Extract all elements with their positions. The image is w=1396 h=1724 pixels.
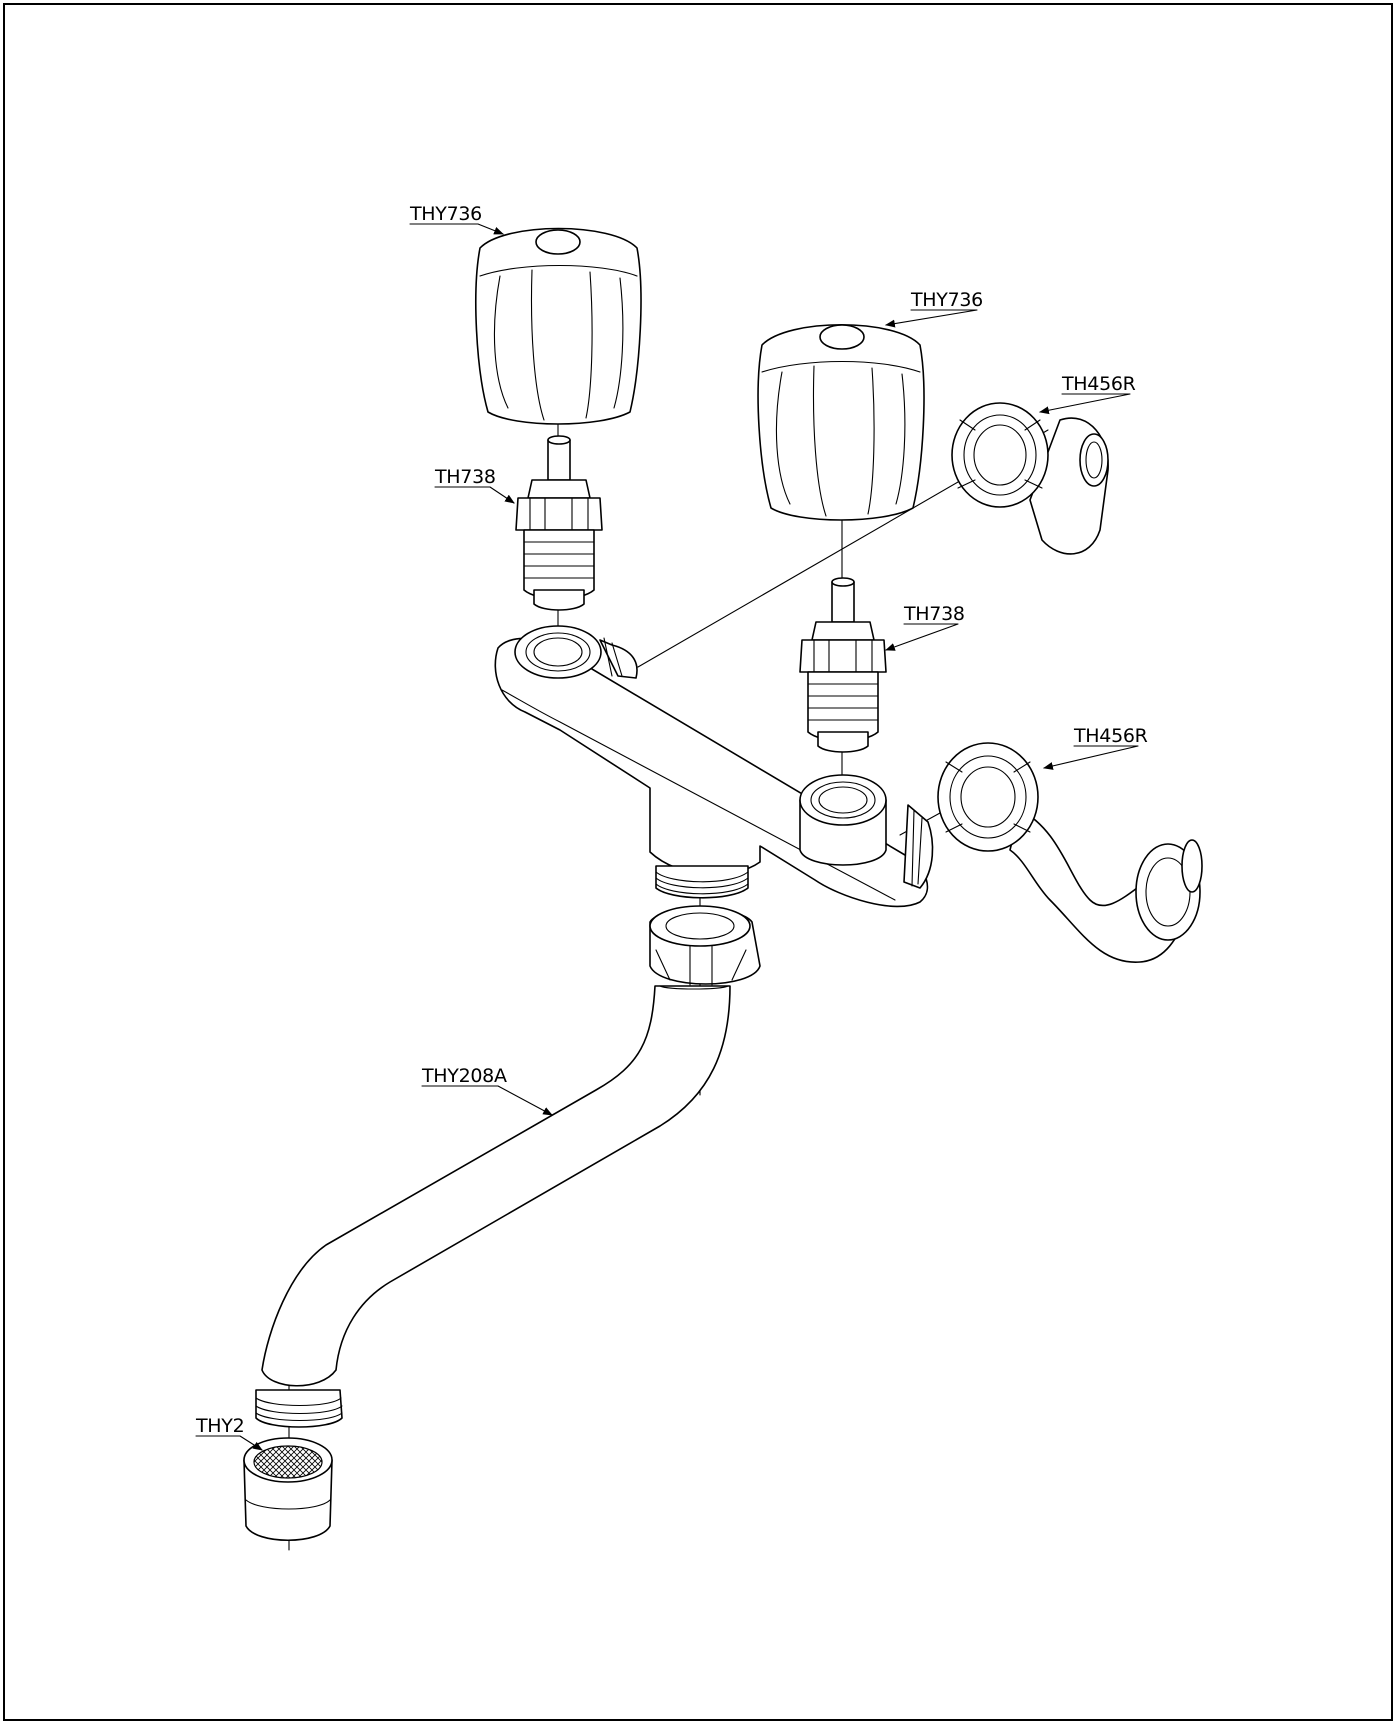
faucet-body — [494, 625, 934, 908]
label-text: THY2 — [195, 1415, 244, 1437]
label-thy736-left: THY736 — [409, 203, 504, 235]
handle-right — [757, 323, 925, 521]
elbow-top — [951, 402, 1109, 555]
aerator — [243, 1437, 333, 1541]
label-th456r-top: TH456R — [1039, 373, 1136, 415]
label-th456r-bottom: TH456R — [1043, 725, 1148, 770]
label-text: TH456R — [1061, 373, 1136, 395]
label-th738-left: TH738 — [434, 466, 515, 504]
drawing-frame — [3, 3, 1393, 1721]
label-thy2: THY2 — [195, 1415, 263, 1451]
cartridge-left — [515, 435, 603, 611]
label-text: TH738 — [903, 603, 965, 625]
label-text: THY736 — [409, 203, 482, 225]
cartridge-right — [799, 577, 887, 753]
handle-left — [475, 227, 642, 425]
label-th738-right: TH738 — [885, 603, 965, 651]
label-thy736-right: THY736 — [885, 289, 983, 328]
label-thy208a: THY208A — [421, 1065, 553, 1116]
label-text: THY208A — [421, 1065, 507, 1087]
label-text: THY736 — [910, 289, 983, 311]
elbow-bottom — [937, 742, 1203, 963]
spout — [255, 905, 761, 1428]
label-text: TH456R — [1073, 725, 1148, 747]
label-text: TH738 — [434, 466, 496, 488]
